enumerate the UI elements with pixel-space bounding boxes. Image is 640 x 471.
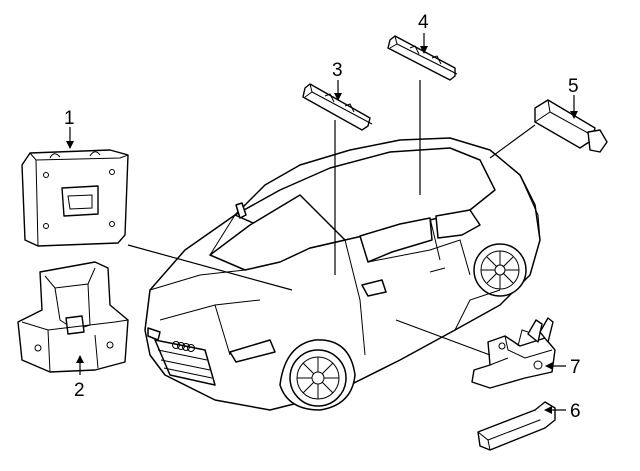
car-illustration [144,137,541,411]
callout-3: 3 [332,60,343,81]
part-5-module [534,99,608,153]
callout-4: 4 [418,12,429,33]
audi-logo [172,341,195,352]
callout-1: 1 [64,108,75,129]
callout-labels: 1 2 3 4 5 6 7 [64,12,581,422]
callout-6: 6 [570,401,581,422]
part-2-bracket [17,261,129,373]
callout-2: 2 [74,380,85,401]
part-1-control-module [21,149,129,247]
leader-lines [127,80,536,356]
callout-7: 7 [570,357,581,378]
callout-arrows [66,33,578,414]
rear-wheel [473,243,527,297]
part-3-antenna [302,83,373,131]
part-4-antenna [387,35,458,81]
front-wheel [279,339,356,411]
part-7-bracket [471,317,556,389]
callout-5: 5 [568,76,579,97]
part-6-module [477,401,556,451]
